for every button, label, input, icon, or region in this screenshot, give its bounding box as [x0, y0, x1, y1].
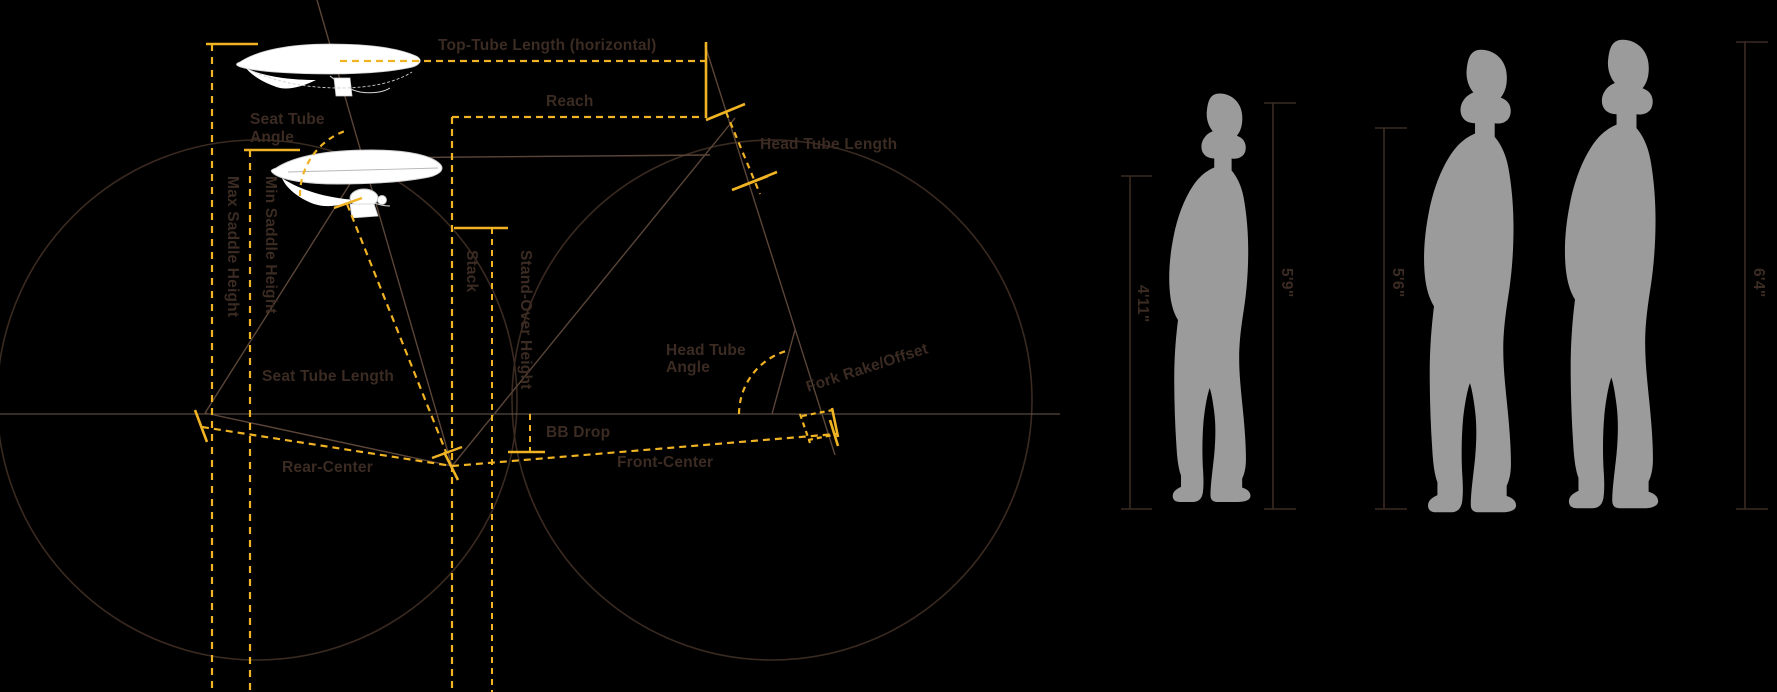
saddle-min [270, 149, 443, 219]
label-front-center: Front-Center [617, 454, 713, 471]
rider-3-dimension [1375, 127, 1407, 510]
label-min-saddle-height: Min Saddle Height [262, 176, 279, 314]
label-seat-tube-length: Seat Tube Length [262, 368, 394, 385]
label-head-tube-length: Head Tube Length [760, 136, 897, 153]
label-reach: Reach [546, 93, 594, 110]
head-tube-angle-arc [737, 348, 791, 415]
saddle-max [236, 43, 421, 97]
label-rear-center: Rear-Center [282, 459, 373, 476]
label-bb-drop: BB Drop [546, 424, 610, 441]
front-center-dim [451, 432, 837, 468]
label-seat-tube-angle-line2: Angle [250, 129, 294, 146]
rider-2-group: 5'9" [1264, 49, 1517, 513]
rider-height-comparison: 4'11" 5'9" 5'6" [1121, 39, 1768, 513]
rider-1-dimension [1121, 175, 1152, 510]
head-tube-length-dim [724, 111, 762, 195]
seat-tube-length-dim [345, 203, 448, 453]
label-head-tube-angle-line1: Head Tube [666, 342, 746, 359]
rider-4-silhouette [1564, 39, 1659, 509]
dimension-lines [193, 42, 840, 692]
rider-3-group: 5'6" [1375, 127, 1407, 510]
rider-2-height-label: 5'9" [1278, 268, 1295, 297]
rider-1-group: 4'11" [1121, 93, 1251, 510]
rider-2-silhouette [1424, 49, 1517, 513]
fork-rake-dim-a [801, 408, 834, 418]
rider-4-dimension [1736, 41, 1768, 510]
label-max-saddle-height: Max Saddle Height [224, 176, 241, 317]
label-stack: Stack [463, 250, 480, 293]
front-wheel [511, 139, 1033, 661]
rider-3-height-label: 5'6" [1389, 268, 1406, 297]
label-head-tube-angle-line2: Angle [666, 359, 710, 376]
rider-1-height-label: 4'11" [1134, 285, 1151, 323]
label-seat-tube-angle-line1: Seat Tube [250, 111, 325, 128]
label-stand-over-height: Stand-Over Height [517, 250, 534, 389]
label-fork-rake-offset: Fork Rake/Offset [804, 340, 930, 395]
label-top-tube-length: Top-Tube Length (horizontal) [438, 37, 657, 54]
bike-diagram-group: Top-Tube Length (horizontal) Reach Head … [0, 0, 1060, 692]
rider-2-dimension [1264, 102, 1296, 510]
rear-wheel [0, 139, 518, 661]
rear-center-dim [201, 425, 453, 468]
rider-4-height-label: 6'4" [1750, 268, 1767, 297]
rider-4-group: 6'4" [1564, 39, 1768, 510]
rider-1-silhouette [1169, 93, 1251, 502]
